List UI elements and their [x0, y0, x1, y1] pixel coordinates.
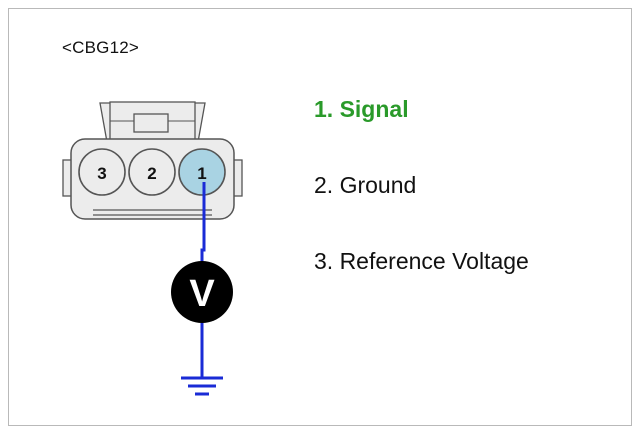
legend-signal: 1. Signal	[314, 96, 409, 122]
pin-1	[178, 148, 226, 196]
connector-id-label: <CBG12>	[62, 38, 140, 57]
pin-3-label: 3	[97, 164, 106, 183]
pin-3	[78, 148, 126, 196]
voltmeter-symbol: V	[189, 273, 215, 315]
connector-latch	[99, 101, 206, 143]
ground-icon	[181, 376, 223, 396]
legend-reference-voltage: 3. Reference Voltage	[314, 248, 529, 274]
pin-2-label: 2	[147, 164, 156, 183]
voltmeter	[171, 261, 233, 323]
signal-wire	[200, 182, 206, 262]
pin-2	[128, 148, 176, 196]
pin-1-label: 1	[197, 164, 206, 183]
legend-ground: 2. Ground	[314, 172, 417, 198]
